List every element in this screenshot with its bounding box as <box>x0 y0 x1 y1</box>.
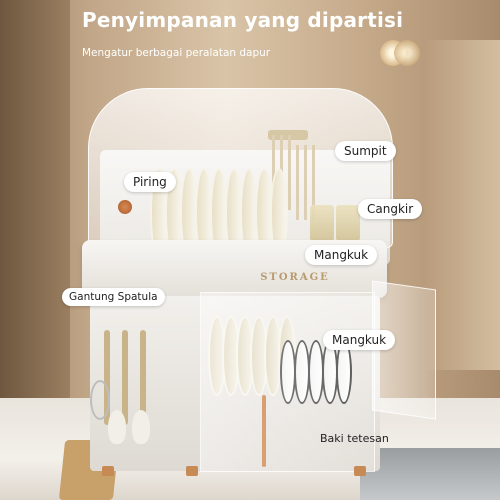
lower-glass-door <box>200 292 375 472</box>
rack-foot <box>102 466 114 476</box>
rack-foot <box>354 466 366 476</box>
spatula-handle <box>140 330 146 425</box>
page-subtitle: Mengatur berbagai peralatan dapur <box>82 47 271 59</box>
ladle <box>108 410 126 444</box>
sink <box>360 448 500 500</box>
label-gantung-spatula: Gantung Spatula <box>62 288 165 306</box>
spoon <box>312 145 315 220</box>
cup <box>310 205 334 241</box>
page-title: Penyimpanan yang dipartisi <box>82 8 404 32</box>
kitchen-cabinet <box>425 40 500 370</box>
spatula <box>132 410 150 444</box>
whisk <box>90 380 110 420</box>
ceiling-light <box>394 40 420 66</box>
chopstick <box>272 135 275 210</box>
label-sumpit: Sumpit <box>335 141 396 161</box>
label-mangkuk-top: Mangkuk <box>305 245 378 265</box>
chopstick <box>288 135 291 210</box>
spatula-handle <box>122 330 128 425</box>
side-glass-door <box>372 280 436 420</box>
brand-logo: STORAGE <box>260 272 330 283</box>
door-handle <box>262 395 266 467</box>
rack-foot <box>186 466 198 476</box>
label-mangkuk-bottom: Mangkuk <box>323 330 396 350</box>
label-piring: Piring <box>124 172 176 192</box>
spoon <box>296 145 299 220</box>
cup <box>336 205 360 241</box>
label-cangkir: Cangkir <box>358 199 423 219</box>
lid-knob <box>118 200 132 214</box>
spoon <box>304 145 307 220</box>
spatula-handle <box>104 330 110 425</box>
label-baki-tetesan: Baki tetesan <box>320 432 389 445</box>
